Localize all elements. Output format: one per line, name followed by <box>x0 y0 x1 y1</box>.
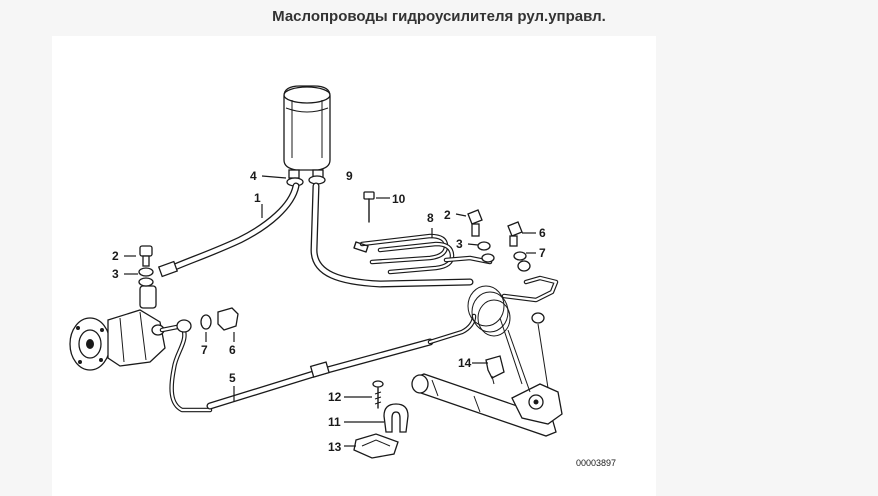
svg-text:1: 1 <box>254 191 261 205</box>
callout-2-right: 2 <box>444 208 467 222</box>
svg-text:4: 4 <box>250 169 257 183</box>
svg-text:7: 7 <box>201 343 208 357</box>
callout-6-left: 6 <box>229 332 236 357</box>
svg-text:5: 5 <box>229 371 236 385</box>
parts-diagram: 1 2 3 4 5 6 7 8 9 10 2 3 <box>69 85 616 468</box>
callout-2-left: 2 <box>112 249 136 263</box>
seal-ring-7[interactable] <box>513 251 531 272</box>
svg-text:2: 2 <box>112 249 119 263</box>
bolt-12[interactable] <box>372 380 384 409</box>
diagram-panel: 1 2 3 4 5 6 7 8 9 10 2 3 <box>52 36 656 496</box>
callout-13: 13 <box>328 440 356 454</box>
svg-text:6: 6 <box>539 226 546 240</box>
callout-9: 9 <box>346 169 353 183</box>
svg-text:2: 2 <box>444 208 451 222</box>
callout-10: 10 <box>376 192 406 206</box>
banjo-bolt-2[interactable] <box>467 209 483 237</box>
seal-ring-3[interactable] <box>477 241 495 263</box>
callout-5: 5 <box>229 371 236 402</box>
callout-14: 14 <box>458 356 488 370</box>
page-title: Маслопроводы гидроусилителя рул.управл. <box>272 8 606 25</box>
callout-6-right: 6 <box>522 226 546 240</box>
clamp-11[interactable] <box>383 403 409 433</box>
steering-gear[interactable] <box>411 317 563 437</box>
hose-1[interactable] <box>157 182 300 278</box>
hose-5[interactable] <box>159 313 477 413</box>
coil-line[interactable] <box>467 275 559 337</box>
callout-3-left: 3 <box>112 267 138 281</box>
callout-8: 8 <box>427 211 434 238</box>
bolt-10[interactable] <box>363 191 375 223</box>
svg-text:11: 11 <box>328 415 341 429</box>
svg-text:7: 7 <box>539 246 546 260</box>
svg-text:3: 3 <box>456 237 463 251</box>
callout-3-right: 3 <box>456 237 479 251</box>
svg-text:8: 8 <box>427 211 434 225</box>
banjo-bolt-2[interactable] <box>139 245 153 267</box>
plug-6[interactable] <box>507 221 523 247</box>
seal-ring-7[interactable] <box>200 314 212 330</box>
callout-11: 11 <box>328 415 384 429</box>
svg-text:13: 13 <box>328 440 342 454</box>
reservoir[interactable] <box>283 85 331 179</box>
drawing-code: 00003897 <box>576 458 616 468</box>
svg-text:12: 12 <box>328 390 342 404</box>
svg-text:10: 10 <box>392 192 406 206</box>
clip-13[interactable] <box>353 433 399 459</box>
callout-12: 12 <box>328 390 372 404</box>
svg-text:9: 9 <box>346 169 353 183</box>
callout-4: 4 <box>250 169 287 183</box>
bracket-8[interactable] <box>353 233 493 275</box>
callout-7-left: 7 <box>201 332 208 357</box>
callout-1: 1 <box>254 191 263 218</box>
svg-text:6: 6 <box>229 343 236 357</box>
svg-text:3: 3 <box>112 267 119 281</box>
callout-7-right: 7 <box>526 246 546 260</box>
pump[interactable] <box>69 285 166 371</box>
return-hose[interactable] <box>310 182 474 288</box>
seal-ring-3[interactable] <box>138 267 154 287</box>
svg-text:14: 14 <box>458 356 472 370</box>
plug-6[interactable] <box>217 307 239 331</box>
holder-14[interactable] <box>485 355 505 385</box>
